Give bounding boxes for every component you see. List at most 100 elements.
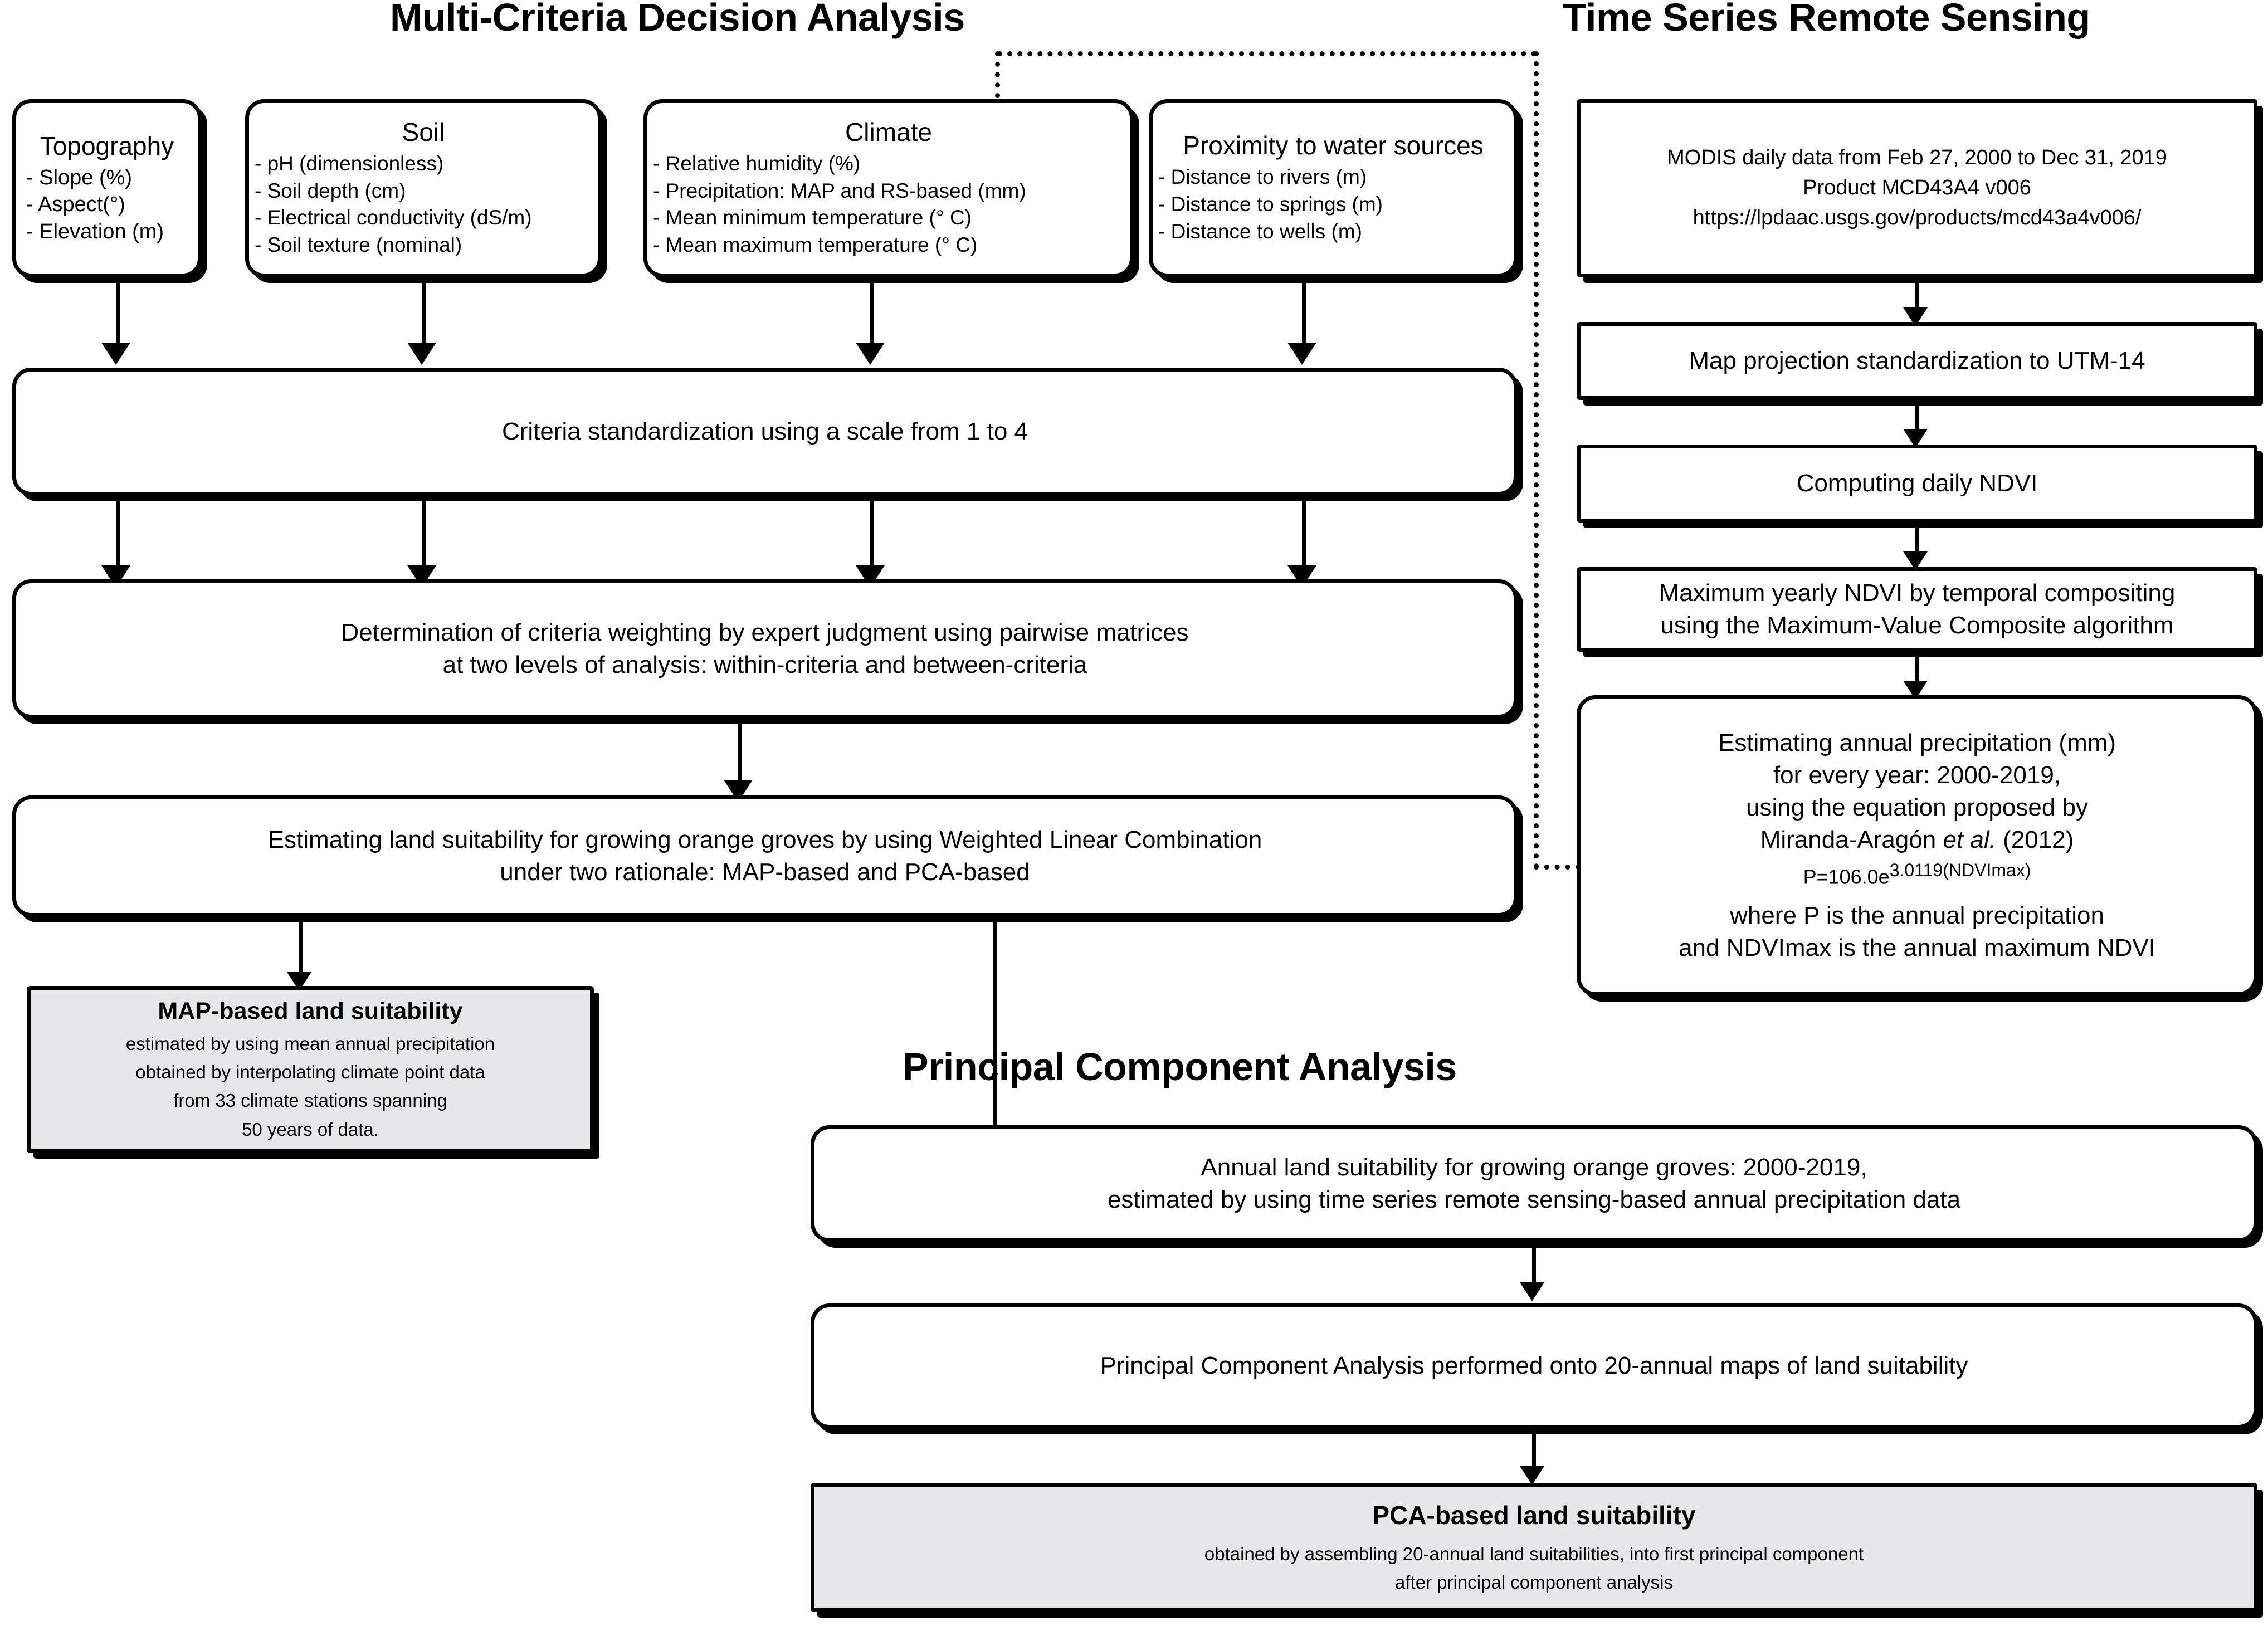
list-item: Distance to springs (m): [1158, 191, 1514, 218]
equation-exponent: 3.0119(NDVImax): [1889, 860, 2031, 881]
source-line: Product MCD43A4 v006: [1803, 176, 2031, 200]
step-weighted-linear-combination[interactable]: Estimating land suitability for growing …: [12, 795, 1518, 917]
result-line: obtained by assembling 20-annual land su…: [1204, 1544, 1864, 1565]
criteria-title: Climate: [845, 117, 932, 147]
section-title-tsrs: Time Series Remote Sensing: [1563, 0, 2090, 39]
citation-author: Miranda-Aragón: [1760, 826, 1943, 854]
step-text-line1: Estimating land suitability for growing …: [267, 826, 1262, 853]
criteria-title: Topography: [40, 131, 174, 160]
section-title-pca: Principal Component Analysis: [903, 1045, 1457, 1088]
citation-year: (2012): [1996, 826, 2074, 854]
result-line: 50 years of data.: [242, 1119, 379, 1140]
step-text: Criteria standardization using a scale f…: [501, 417, 1028, 445]
criteria-title: Proximity to water sources: [1183, 131, 1484, 160]
step-pca-performed[interactable]: Principal Component Analysis performed o…: [811, 1303, 2257, 1429]
connector-line: [870, 500, 874, 572]
step-text-line1: Annual land suitability for growing oran…: [1201, 1153, 1867, 1181]
result-heading: MAP-based land suitability: [158, 998, 463, 1025]
step-maximum-value-composite[interactable]: Maximum yearly NDVI by temporal composit…: [1577, 567, 2257, 652]
step-text-line2: using the Maximum-Value Composite algori…: [1660, 612, 2174, 639]
precip-note-line2: and NDVImax is the annual maximum NDVI: [1679, 934, 2155, 961]
connector-line: [738, 722, 742, 787]
connector-line: [870, 281, 874, 349]
criteria-box-topography[interactable]: Topography Slope (%) Aspect(°) Elevation…: [12, 99, 202, 277]
source-line: MODIS daily data from Feb 27, 2000 to De…: [1667, 146, 2167, 170]
criteria-item-list: Distance to rivers (m) Distance to sprin…: [1153, 164, 1514, 245]
connector-line: [1302, 281, 1306, 349]
step-text-line2: estimated by using time series remote se…: [1107, 1186, 1961, 1213]
result-map-based-land-suitability[interactable]: MAP-based land suitability estimated by …: [27, 986, 594, 1153]
step-text-line2: at two levels of analysis: within-criter…: [442, 651, 1087, 678]
arrow-down-icon: [407, 343, 436, 365]
dotted-connector-right: [1534, 51, 1539, 869]
connector-line: [1915, 281, 1919, 316]
result-line: obtained by interpolating climate point …: [135, 1062, 485, 1083]
connector-line: [422, 281, 426, 349]
connector-line: [299, 921, 303, 979]
step-text: Principal Component Analysis performed o…: [1100, 1352, 1968, 1380]
precip-note-line1: where P is the annual precipitation: [1730, 901, 2104, 929]
list-item: Soil texture (nominal): [255, 232, 598, 259]
precip-line: Estimating annual precipitation (mm): [1718, 729, 2116, 757]
dotted-connector-top: [997, 51, 1537, 56]
precip-line: for every year: 2000-2019,: [1773, 761, 2061, 789]
arrow-down-icon: [1520, 1282, 1544, 1301]
list-item: Elevation (m): [26, 218, 198, 246]
list-item: Distance to rivers (m): [1158, 164, 1514, 191]
result-line: estimated by using mean annual precipita…: [125, 1033, 495, 1054]
dotted-connector-to-precip: [1534, 865, 1602, 870]
result-line: after principal component analysis: [1395, 1572, 1673, 1593]
connector-line: [993, 921, 997, 1141]
criteria-title: Soil: [402, 117, 445, 147]
citation-etal: et al.: [1943, 826, 1996, 854]
list-item: Electrical conductivity (dS/m): [255, 204, 598, 232]
arrow-down-icon: [856, 343, 885, 365]
list-item: Soil depth (cm): [255, 178, 598, 205]
step-computing-ndvi[interactable]: Computing daily NDVI: [1577, 445, 2257, 523]
precip-line: using the equation proposed by: [1745, 794, 2089, 822]
list-item: Aspect(°): [26, 191, 198, 218]
section-title-mcda: Multi-Criteria Decision Analysis: [390, 0, 965, 39]
criteria-box-proximity[interactable]: Proximity to water sources Distance to r…: [1149, 99, 1518, 277]
result-line: from 33 climate stations spanning: [173, 1090, 447, 1111]
step-text-line1: Maximum yearly NDVI by temporal composit…: [1659, 579, 2176, 607]
connector-line: [422, 500, 426, 572]
connector-line: [116, 500, 120, 572]
precip-equation: P=106.0e3.0119(NDVImax): [1581, 856, 2254, 891]
criteria-box-climate[interactable]: Climate Relative humidity (%) Precipitat…: [643, 99, 1134, 277]
result-heading: PCA-based land suitability: [1372, 1500, 1696, 1530]
step-estimating-annual-precipitation[interactable]: Estimating annual precipitation (mm) for…: [1577, 695, 2257, 996]
criteria-item-list: Relative humidity (%) Precipitation: MAP…: [647, 150, 1130, 259]
step-modis-source[interactable]: MODIS daily data from Feb 27, 2000 to De…: [1577, 99, 2257, 277]
precip-citation: Miranda-Aragón et al. (2012): [1581, 824, 2254, 856]
arrow-down-icon: [1287, 343, 1316, 365]
step-text: Map projection standardization to UTM-14: [1689, 346, 2145, 374]
criteria-item-list: Slope (%) Aspect(°) Elevation (m): [16, 164, 198, 246]
connector-line: [1532, 1246, 1536, 1291]
arrow-down-icon: [1520, 1466, 1544, 1485]
step-text: Computing daily NDVI: [1796, 469, 2038, 497]
list-item: Mean maximum temperature (° C): [653, 232, 1130, 259]
connector-line: [1915, 404, 1919, 437]
step-annual-land-suitability[interactable]: Annual land suitability for growing oran…: [811, 1125, 2257, 1242]
step-map-projection[interactable]: Map projection standardization to UTM-14: [1577, 322, 2257, 400]
list-item: Precipitation: MAP and RS-based (mm): [653, 178, 1130, 205]
connector-line: [1302, 500, 1306, 572]
list-item: Relative humidity (%): [653, 150, 1130, 178]
list-item: pH (dimensionless): [255, 150, 598, 178]
step-criteria-weighting[interactable]: Determination of criteria weighting by e…: [12, 579, 1518, 719]
connector-line: [1915, 656, 1919, 689]
list-item: Distance to wells (m): [1158, 218, 1514, 246]
step-text-line1: Determination of criteria weighting by e…: [341, 618, 1189, 646]
equation-base: P=106.0e: [1803, 866, 1890, 889]
arrow-down-icon: [101, 343, 130, 365]
criteria-box-soil[interactable]: Soil pH (dimensionless) Soil depth (cm) …: [245, 99, 602, 277]
list-item: Mean minimum temperature (° C): [653, 204, 1130, 232]
criteria-item-list: pH (dimensionless) Soil depth (cm) Elect…: [249, 150, 598, 259]
list-item: Slope (%): [26, 164, 198, 192]
result-pca-based-land-suitability[interactable]: PCA-based land suitability obtained by a…: [811, 1483, 2257, 1612]
connector-line: [116, 281, 120, 349]
connector-line: [1915, 526, 1919, 560]
step-criteria-standardization[interactable]: Criteria standardization using a scale f…: [12, 368, 1518, 496]
